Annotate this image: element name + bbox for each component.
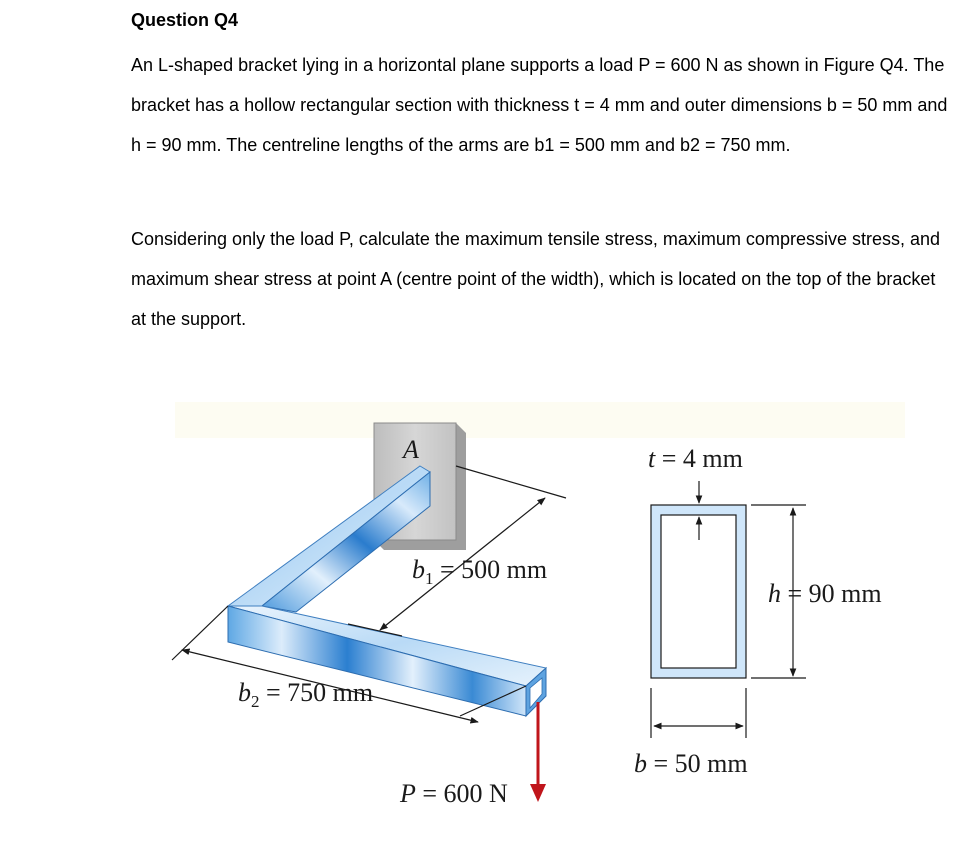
height-label: h = 90 mm (768, 579, 882, 608)
width-label: b = 50 mm (634, 749, 748, 778)
thickness-label: t = 4 mm (648, 444, 743, 473)
dimension-b2 (171, 605, 527, 724)
load-p-arrow (530, 702, 546, 802)
figure-background-band (175, 402, 905, 438)
load-p-label: P = 600 N (399, 779, 508, 808)
b2-dimension-label: b2 = 750 mm (238, 678, 373, 711)
b1-dimension-label: b1 = 500 mm (412, 555, 547, 588)
question-paragraph-1: An L-shaped bracket lying in a horizonta… (131, 55, 948, 155)
dimension-b (650, 688, 747, 738)
question-title: Question Q4 (131, 10, 239, 30)
dimension-b1 (347, 465, 567, 637)
point-a-label: A (401, 435, 419, 464)
dimension-h (751, 504, 806, 679)
question-paragraph-2: Considering only the load P, calculate t… (131, 229, 941, 329)
